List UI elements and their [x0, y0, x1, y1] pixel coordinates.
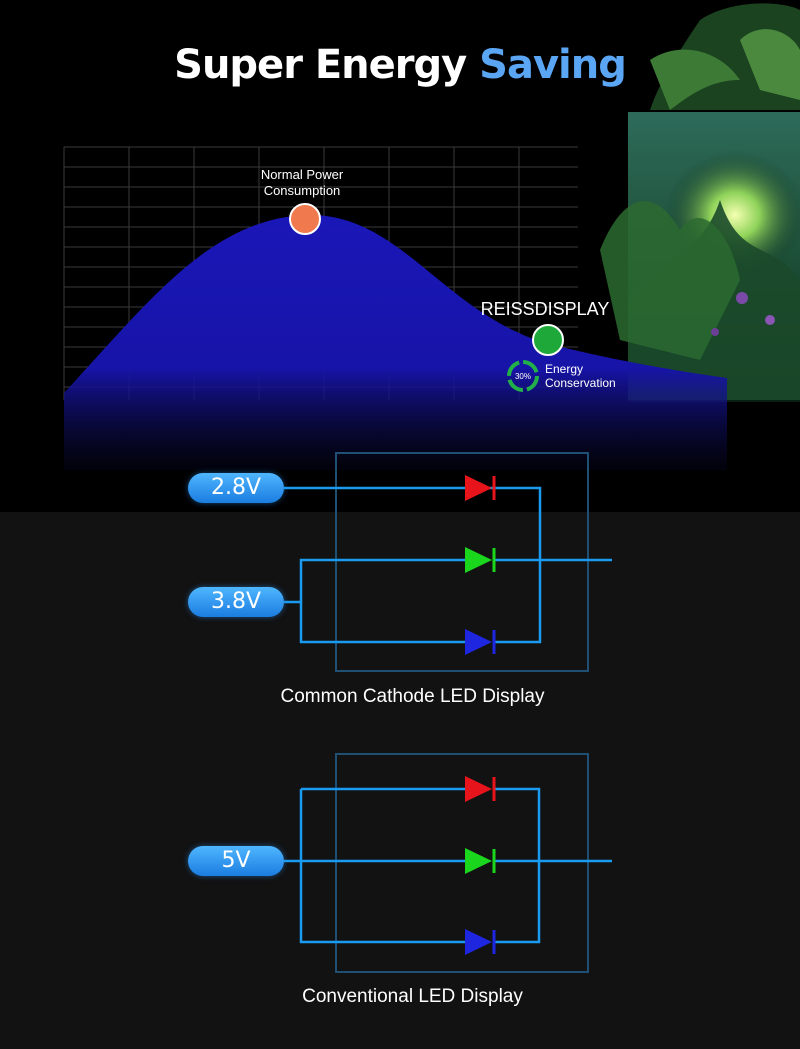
- red-led-icon: [465, 776, 496, 802]
- blue-led-icon: [465, 929, 496, 955]
- brand-dot: [532, 324, 564, 356]
- red-led-icon: [465, 475, 496, 501]
- green-led-icon: [465, 848, 496, 874]
- conventional-caption: Conventional LED Display: [302, 986, 523, 1007]
- conservation-label-line1: Energy: [545, 362, 583, 376]
- voltage-badge-3-8v: 3.8V: [188, 587, 284, 617]
- page-title: Super Energy Saving: [0, 42, 800, 88]
- voltage-badge-5v: 5V: [188, 846, 284, 876]
- normal-power-label-line1: Normal Power: [261, 167, 344, 182]
- brand-label: REISSDISPLAY: [481, 299, 610, 319]
- conservation-label-line2: Conservation: [545, 376, 616, 390]
- voltage-badge-2-8v: 2.8V: [188, 473, 284, 503]
- common-cathode-caption: Common Cathode LED Display: [280, 686, 545, 707]
- power-chart: Normal Power Consumption REISSDISPLAY 30…: [63, 3, 800, 470]
- conventional-circuit: [284, 753, 612, 973]
- badge-percent: 30%: [515, 372, 531, 381]
- forest-display-image: [600, 3, 800, 402]
- blue-led-icon: [465, 629, 496, 655]
- hero-section: Normal Power Consumption REISSDISPLAY 30…: [0, 0, 800, 512]
- green-led-icon: [465, 547, 496, 573]
- common-cathode-circuit: [284, 452, 612, 672]
- recycle-icon: 30%: [507, 360, 539, 392]
- normal-power-dot: [289, 203, 321, 235]
- title-accent: Saving: [479, 42, 627, 88]
- power-curve-area: [64, 214, 727, 470]
- title-prefix: Super Energy: [174, 42, 467, 88]
- normal-power-label-line2: Consumption: [264, 183, 341, 198]
